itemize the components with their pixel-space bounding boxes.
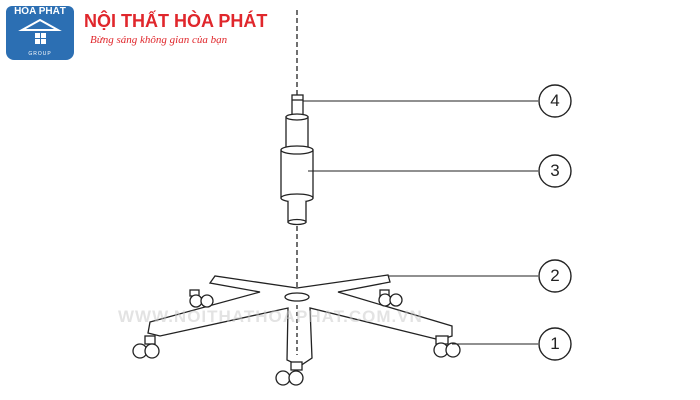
logo-badge-subtext: GROUP bbox=[28, 51, 52, 57]
leader-lines bbox=[303, 100, 538, 345]
callout-circle-3 bbox=[538, 154, 572, 188]
callout-circles bbox=[538, 84, 572, 361]
gas-lift-cylinder bbox=[280, 94, 314, 226]
brand-name: NỘI THẤT HÒA PHÁT bbox=[84, 11, 268, 31]
logo-roof-icon bbox=[18, 18, 62, 44]
callout-circle-4 bbox=[538, 84, 572, 118]
caster-right-front bbox=[433, 335, 461, 358]
brand-slogan: Bừng sáng không gian của bạn bbox=[90, 34, 228, 46]
logo-badge: HÒA PHÁT GROUP bbox=[6, 6, 74, 60]
callout-label-1: 1 bbox=[550, 334, 560, 353]
callout-label-3: 3 bbox=[550, 161, 560, 180]
callout-circle-2 bbox=[538, 259, 572, 293]
caster-wheels bbox=[132, 289, 461, 386]
callout-label-4: 4 bbox=[550, 91, 560, 110]
caster-front bbox=[275, 361, 304, 386]
logo-badge-text: HÒA PHÁT bbox=[14, 6, 66, 17]
callout-circle-1 bbox=[538, 327, 572, 361]
caster-left-front bbox=[132, 335, 160, 359]
caster-right-back bbox=[378, 289, 403, 307]
callout-label-2: 2 bbox=[550, 266, 560, 285]
caster-left-back bbox=[189, 289, 214, 308]
watermark-text: WWW.NOITHATHOAPHAT.COM.VN bbox=[118, 307, 423, 326]
